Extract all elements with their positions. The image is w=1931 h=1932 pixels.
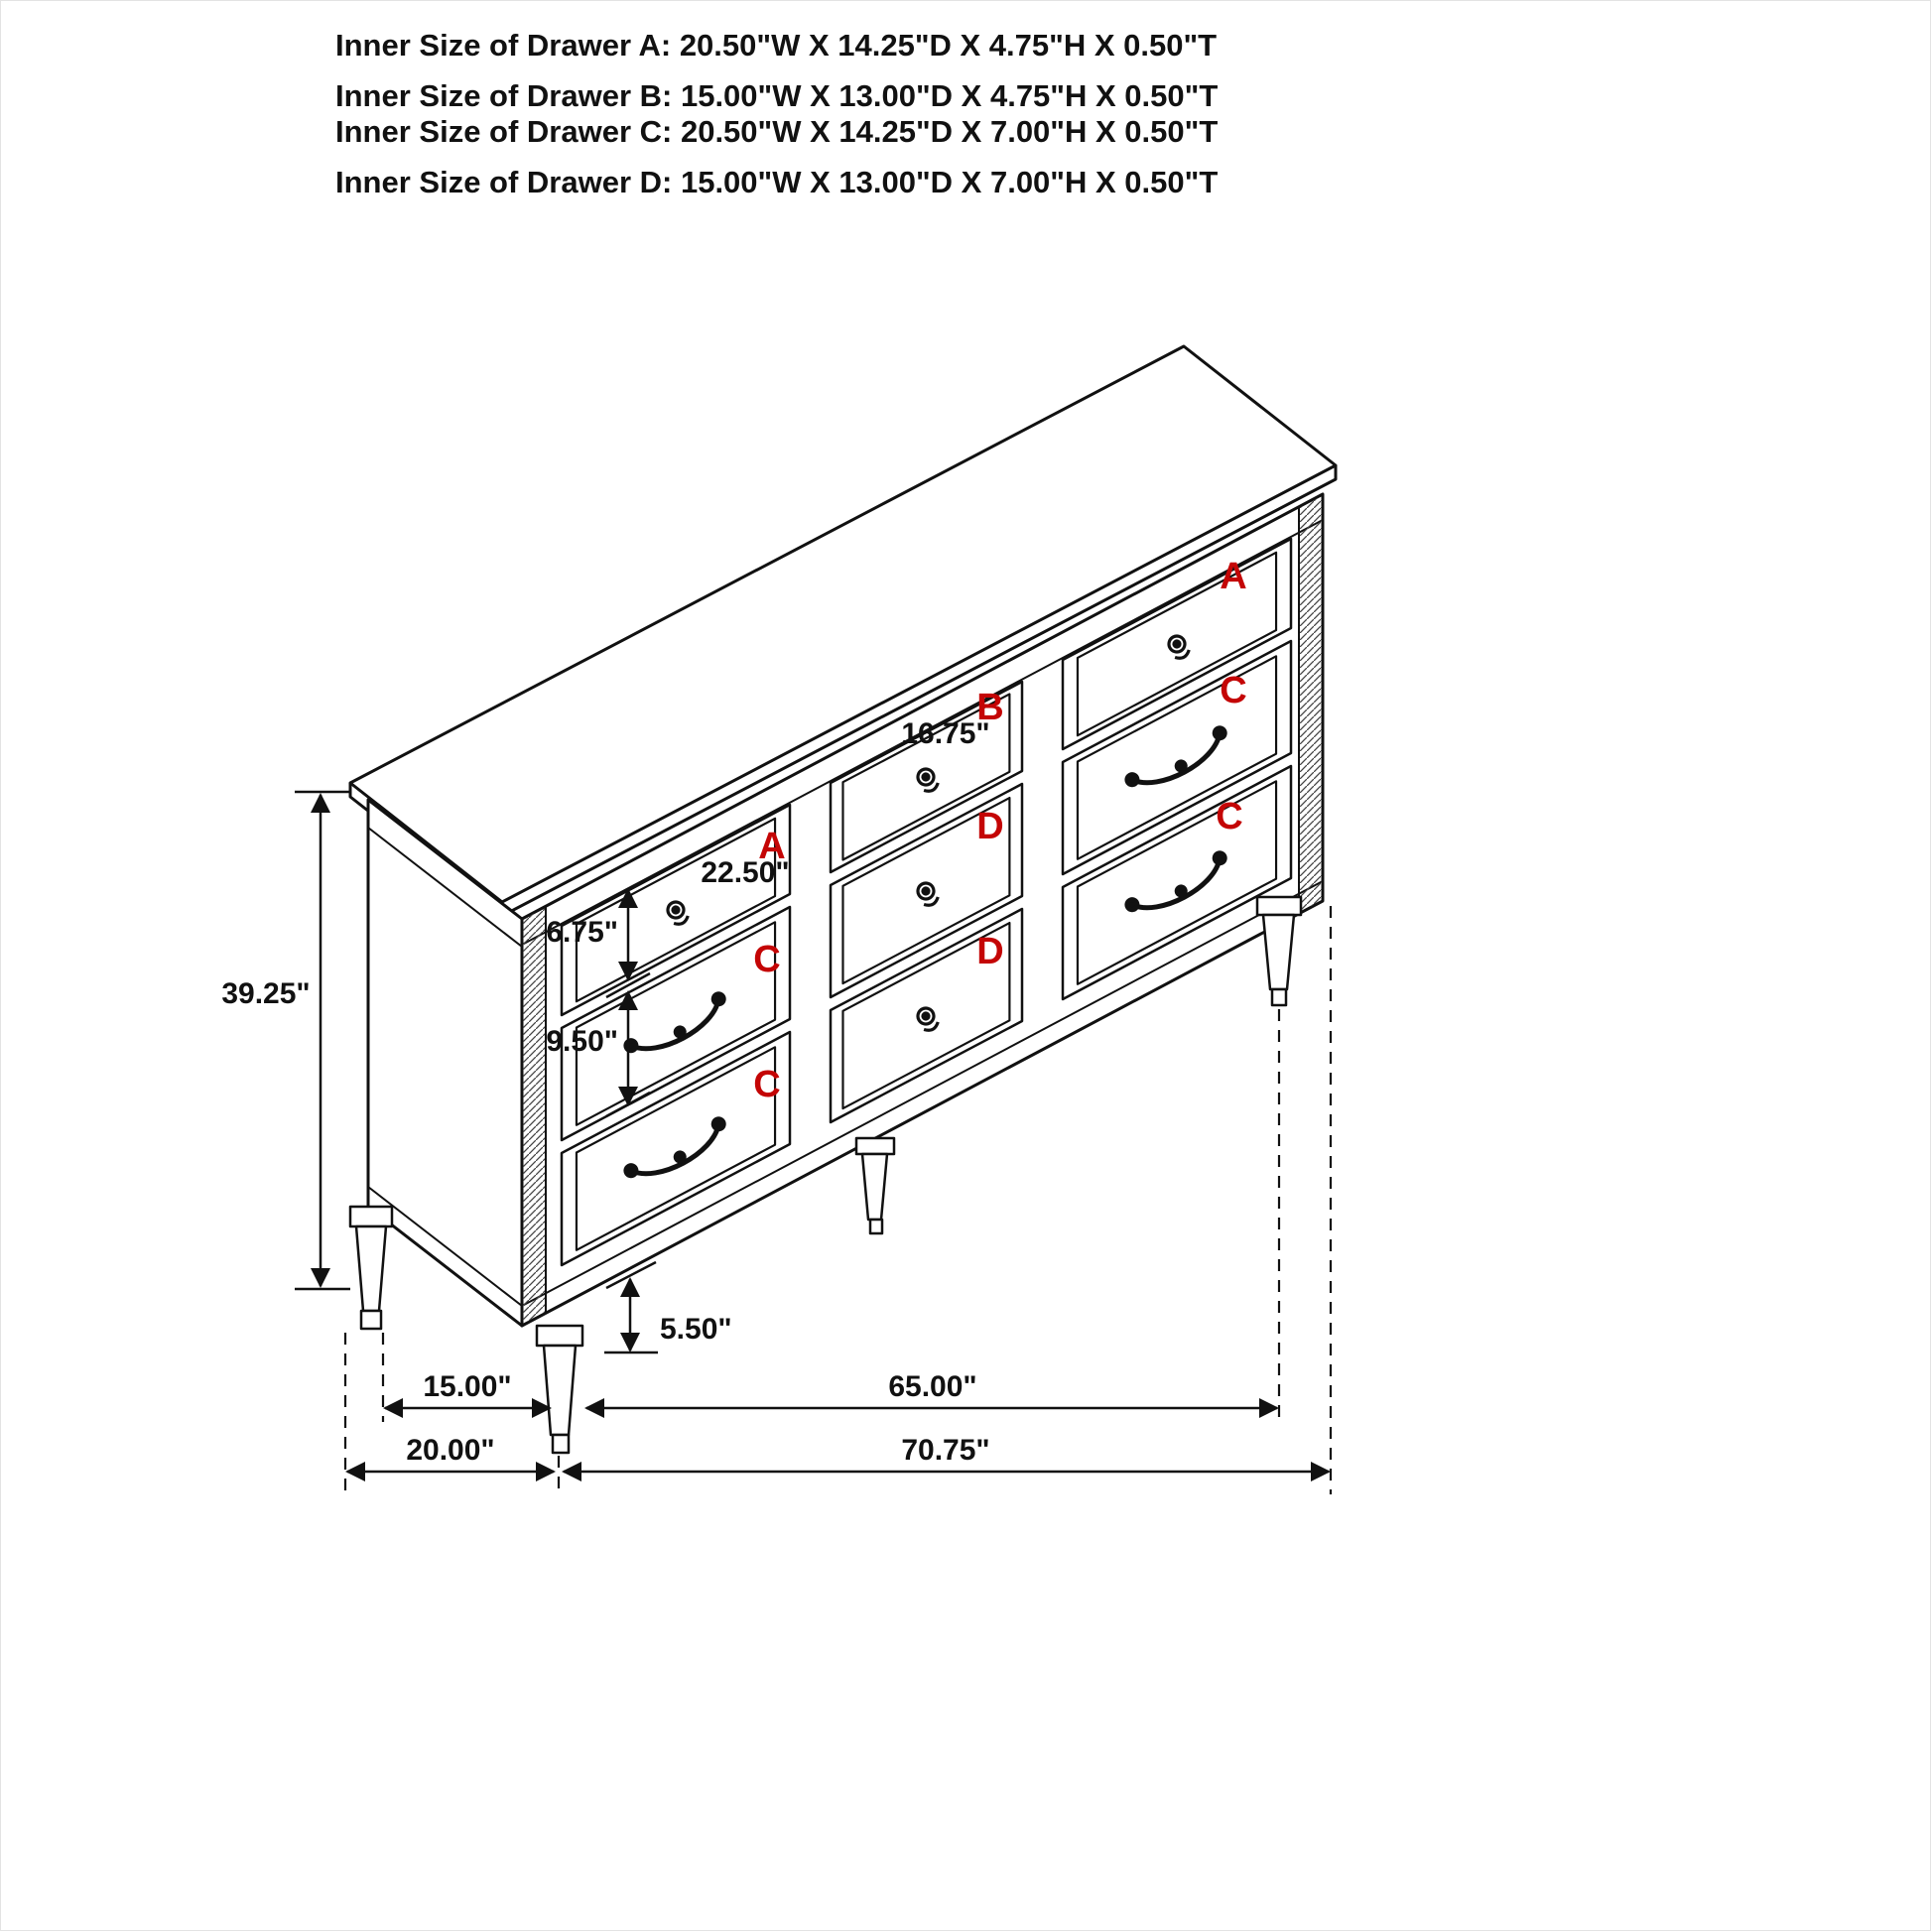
drawer-handle-left-c-lower: [623, 1116, 726, 1179]
label-drawer-middle-d1: D: [976, 806, 1003, 847]
drawer-knob-left-a: [666, 900, 690, 926]
spec-line-drawer-a: Inner Size of Drawer A: 20.50"W X 14.25"…: [335, 28, 1217, 63]
spec-line-drawer-d: Inner Size of Drawer D: 15.00"W X 13.00"…: [335, 165, 1218, 199]
dimension-overall-width: 70.75": [562, 1434, 1331, 1481]
dimension-label-drawer-b-width: 16.75": [901, 717, 989, 750]
label-drawer-left-c2: C: [753, 1064, 780, 1105]
dimension-label: 6.75": [546, 916, 618, 949]
dimension-leg-span-depth: 15.00": [383, 1370, 552, 1418]
drawer-knob-middle-d-upper: [916, 881, 940, 907]
drawer-right-middle-c: [1061, 639, 1293, 876]
drawer-left-bottom-c: [560, 1030, 792, 1267]
drawer-handle-right-c-upper: [1124, 725, 1227, 788]
dimension-upper-drawer-height: 6.75": [546, 876, 651, 999]
label-drawer-left-c1: C: [753, 939, 780, 980]
front-base-molding-line: [521, 880, 1324, 1307]
side-base-molding-line: [367, 1186, 523, 1307]
drawer-letter-labels: A C C B D D A C C: [753, 556, 1246, 1105]
leg-back-left: [348, 1205, 394, 1331]
label-drawer-right-c2: C: [1216, 796, 1242, 837]
spec-line-drawer-c: Inner Size of Drawer C: 20.50"W X 14.25"…: [335, 114, 1218, 149]
front-top-rail-line: [521, 519, 1324, 946]
label-drawer-right-c1: C: [1220, 670, 1246, 711]
dimension-overall-height: 39.25": [221, 790, 350, 1291]
spec-line-drawer-b: Inner Size of Drawer B: 15.00"W X 13.00"…: [335, 78, 1218, 113]
dimension-label: 39.25": [221, 977, 310, 1010]
label-drawer-right-a: A: [1220, 556, 1246, 597]
dimension-label: 70.75": [901, 1434, 989, 1467]
dresser-drawing: [348, 344, 1338, 1455]
dimension-tick: [605, 1091, 651, 1118]
dimension-overall-depth: 20.00": [345, 1434, 556, 1481]
dimension-tick: [605, 1260, 657, 1290]
dimension-label: 15.00": [423, 1370, 511, 1403]
dimension-label: 20.00": [406, 1434, 494, 1467]
dimension-lower-drawer-height: 9.50": [546, 990, 651, 1118]
dimension-tick: [605, 971, 651, 999]
label-drawer-left-a: A: [758, 826, 785, 867]
side-frieze-line: [367, 827, 523, 948]
drawer-right-bottom-c: [1061, 764, 1293, 1001]
corner-pilaster-right: [1298, 493, 1324, 915]
corner-pilaster-left: [521, 905, 547, 1327]
drawer-knob-middle-b: [916, 767, 940, 793]
dimension-label-drawer-a-width: 22.50": [701, 856, 789, 889]
dimension-annotations: 39.25" 6.75" 9.50" 5.50" 16.75" 22.50": [221, 717, 1333, 1494]
drawer-knob-right-a: [1167, 634, 1191, 660]
label-drawer-middle-b: B: [976, 687, 1003, 728]
dimension-label: 65.00": [888, 1370, 976, 1403]
dimension-label: 5.50": [660, 1313, 732, 1346]
dimension-leg-span-width: 65.00": [584, 1370, 1279, 1418]
drawer-handle-right-c-lower: [1124, 850, 1227, 913]
leg-front-left: [535, 1324, 584, 1455]
drawer-knob-middle-d-lower: [916, 1006, 940, 1032]
leg-front-middle: [854, 1136, 896, 1235]
dimension-label: 9.50": [546, 1025, 618, 1058]
dimension-leg-height: 5.50": [604, 1260, 732, 1354]
leg-front-right: [1255, 895, 1303, 1007]
spec-text-block: Inner Size of Drawer A: 20.50"W X 14.25"…: [335, 28, 1218, 199]
dimension-tick: [605, 876, 651, 904]
label-drawer-middle-d2: D: [976, 931, 1003, 972]
